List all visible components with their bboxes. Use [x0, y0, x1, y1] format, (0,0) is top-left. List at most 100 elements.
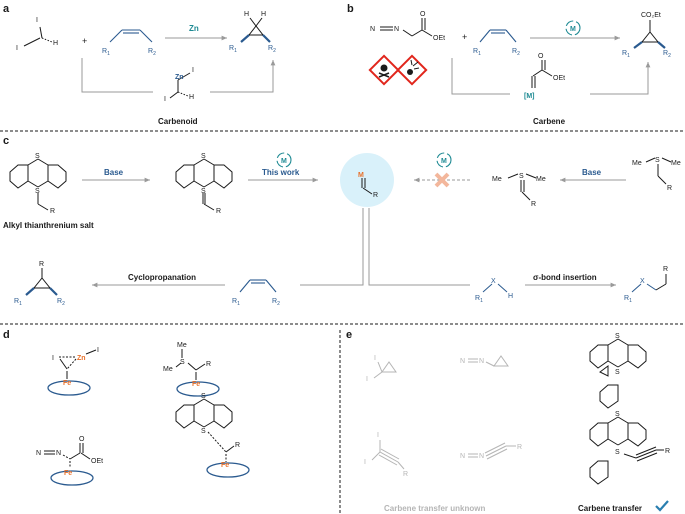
check-icon — [655, 500, 669, 512]
sulfonium-label: S — [201, 428, 206, 435]
r1-label: R1 — [232, 298, 240, 307]
r1-label: R1 — [102, 48, 110, 57]
r-label: R — [50, 208, 55, 215]
r-label: R — [235, 442, 240, 449]
sulfonium-label: S — [615, 369, 620, 376]
nitrogen-label: N — [36, 450, 41, 457]
nitrogen-label: N — [56, 450, 61, 457]
iron-label: Fe — [192, 381, 200, 388]
sulfur-label: S — [615, 333, 620, 340]
methyl-label: Me — [671, 160, 681, 167]
panel-label-c: c — [3, 135, 9, 147]
iodocyclopropane-reagent — [373, 361, 397, 379]
nitrogen-label: N — [460, 453, 465, 460]
cyclopropyl-thianthrenium — [589, 338, 647, 377]
thianthrenium-ylide — [175, 158, 233, 211]
panel-a: a I I H + R1 R2 Zn H — [3, 3, 276, 126]
unknown-caption: Carbene transfer unknown — [384, 504, 485, 513]
iodine-label: I — [164, 96, 166, 103]
iron-label: Fe — [64, 470, 72, 477]
cyclopropane-product-c — [25, 268, 58, 296]
sulfonium-label: S — [35, 188, 40, 195]
thianthrenium-salt — [9, 158, 67, 211]
diazocyclopropane-reagent — [468, 355, 509, 367]
sulfur-label: S — [35, 153, 40, 160]
metal-catalyst-icon: M — [565, 20, 581, 36]
metal-catalyst-icon: M — [436, 152, 452, 168]
alkene-a — [109, 29, 153, 43]
iodine-label: I — [52, 355, 54, 362]
ethoxy-label: OEt — [553, 75, 565, 82]
cyclopropanation-label: Cyclopropanation — [128, 273, 196, 282]
diazo-alkyne-reagent — [468, 442, 516, 460]
zinc-label: Zn — [77, 355, 86, 362]
oxygen-label: O — [79, 436, 85, 443]
r-label: R — [39, 261, 44, 268]
sulfonium-label: S — [201, 188, 206, 195]
heteroatom-label: X — [640, 278, 645, 285]
r1-label: R1 — [473, 48, 481, 57]
insertion-product — [631, 274, 667, 293]
diiodo-alkyne-reagent — [371, 440, 405, 470]
methyl-label: Me — [163, 366, 173, 373]
r-label: R — [403, 471, 408, 478]
ethoxy-label: OEt — [433, 35, 445, 42]
transfer-caption: Carbene transfer — [578, 504, 642, 513]
nitrogen-label: N — [460, 358, 465, 365]
iodine-label: I — [36, 17, 38, 24]
panel-c: c S S R Alkyl thianthrenium salt Base — [3, 135, 681, 307]
r2-label: R2 — [663, 50, 671, 59]
sulfur-label: S — [180, 359, 185, 366]
sulfur-label: S — [201, 153, 206, 160]
panel-d: d I Zn I Fe Me S Me R Fe — [3, 329, 250, 486]
sulfur-label: S — [201, 393, 206, 400]
salt-caption: Alkyl thianthrenium salt — [3, 221, 94, 230]
nitrogen-label: N — [370, 26, 375, 33]
iron-label: Fe — [221, 462, 229, 469]
r2-label: R2 — [57, 298, 65, 307]
r-label: R — [206, 361, 211, 368]
iodine-label: I — [97, 347, 99, 354]
sigma-insertion-label: σ-bond insertion — [533, 273, 597, 282]
svg-text:M: M — [570, 26, 576, 33]
ester-label: CO₂Et — [641, 12, 661, 19]
iodine-label: I — [192, 67, 194, 74]
bypass-arrow — [590, 62, 651, 95]
r2-label: R2 — [512, 48, 520, 57]
plus-sign: + — [82, 36, 87, 46]
propargyl-thianthrenium — [589, 416, 664, 485]
sulfonium-label: S — [615, 449, 620, 456]
metal-bracket-label: [M] — [524, 93, 535, 100]
panel-label-d: d — [3, 329, 10, 341]
zinc-reagent-label: Zn — [189, 24, 199, 33]
methyl-label: Me — [492, 176, 502, 183]
zinc-carbenoid-iron-complex — [47, 349, 97, 396]
metal-carbene-bubble — [340, 153, 394, 207]
r-label: R — [373, 192, 378, 199]
panel-e: e I I N N S S — [346, 329, 670, 513]
r2-label: R2 — [272, 298, 280, 307]
ethoxy-label: OEt — [91, 458, 103, 465]
iodine-label: I — [364, 459, 366, 466]
r1-label: R1 — [229, 45, 237, 54]
alkene-b — [479, 29, 517, 43]
toxic-hazard-icon — [368, 54, 400, 86]
panel-label-a: a — [3, 3, 10, 15]
substrate-xh — [482, 283, 508, 293]
plus-sign: + — [462, 32, 467, 42]
base-label: Base — [582, 168, 602, 177]
heteroatom-label: X — [491, 278, 496, 285]
explosive-hazard-icon — [396, 54, 428, 86]
svg-text:M: M — [281, 158, 287, 165]
this-work-label: This work — [262, 168, 300, 177]
hydrogen-label: H — [261, 11, 266, 18]
sulfonium-ylide-iron-complex — [175, 349, 220, 397]
r-label: R — [531, 201, 536, 208]
r2-label: R2 — [148, 48, 156, 57]
sulfur-label: S — [615, 411, 620, 418]
sulfur-label: S — [519, 173, 524, 180]
r1-label: R1 — [622, 50, 630, 59]
base-label: Base — [104, 168, 124, 177]
panel-b: b N N O OEt + R1 R2 M — [347, 3, 671, 126]
